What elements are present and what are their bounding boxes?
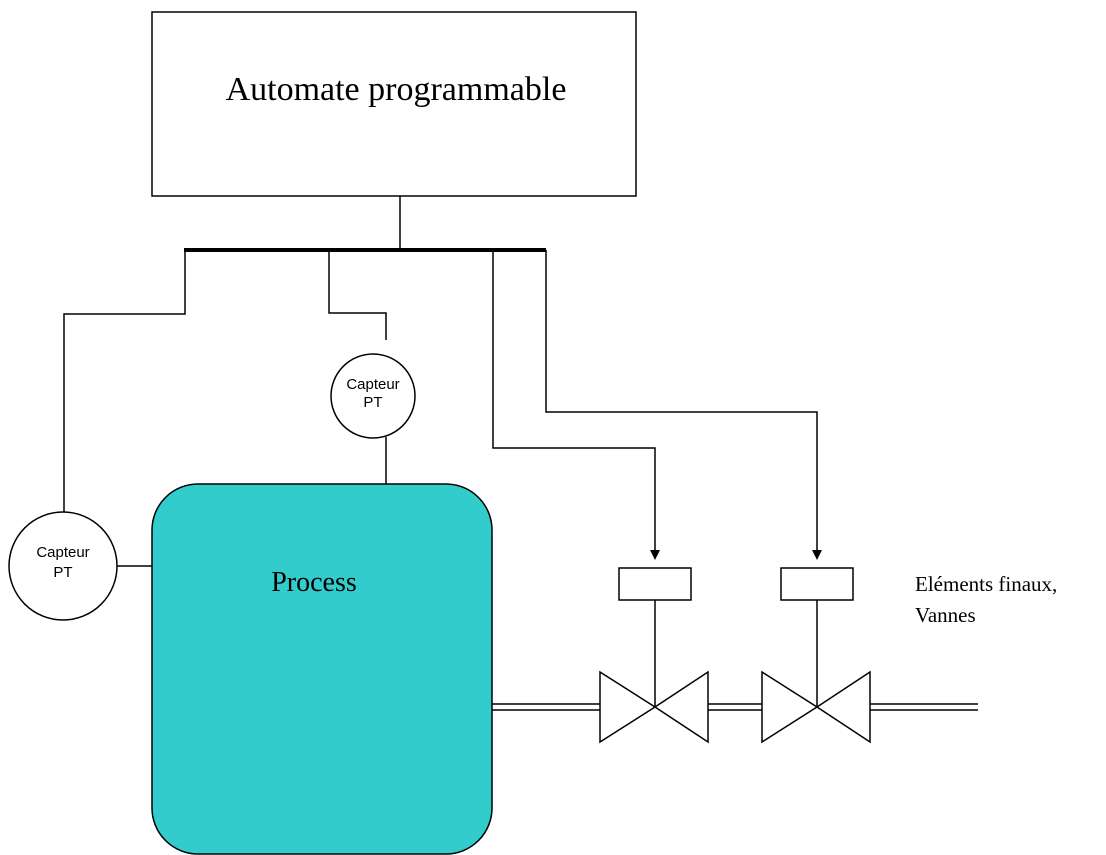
sensor-top-line1: Capteur bbox=[346, 376, 399, 393]
sensor-left-line2: PT bbox=[53, 564, 72, 581]
sensor-left: Capteur PT bbox=[8, 511, 118, 621]
valve-1-actuator bbox=[618, 567, 692, 601]
sensor-top-line2: PT bbox=[363, 394, 382, 411]
final-elements-label-line1: Eléments finaux, bbox=[915, 572, 1057, 596]
plc-box: Automate programmable bbox=[151, 11, 637, 197]
wire-valve-2 bbox=[545, 250, 822, 560]
valve-2 bbox=[761, 567, 871, 744]
wire-valve-1 bbox=[492, 250, 660, 560]
wire-sensor-top bbox=[328, 250, 387, 340]
final-elements-label-line2: Vannes bbox=[915, 603, 976, 627]
pipe bbox=[492, 703, 978, 711]
wire-sensor-left bbox=[63, 250, 186, 512]
process-vessel: Process bbox=[151, 483, 493, 855]
plc-label: Automate programmable bbox=[226, 71, 567, 108]
valve-2-actuator bbox=[780, 567, 854, 601]
sensor-left-line1: Capteur bbox=[36, 544, 89, 561]
process-label: Process bbox=[271, 567, 357, 598]
sensor-top: Capteur PT bbox=[330, 353, 416, 439]
valve-1 bbox=[599, 567, 709, 744]
